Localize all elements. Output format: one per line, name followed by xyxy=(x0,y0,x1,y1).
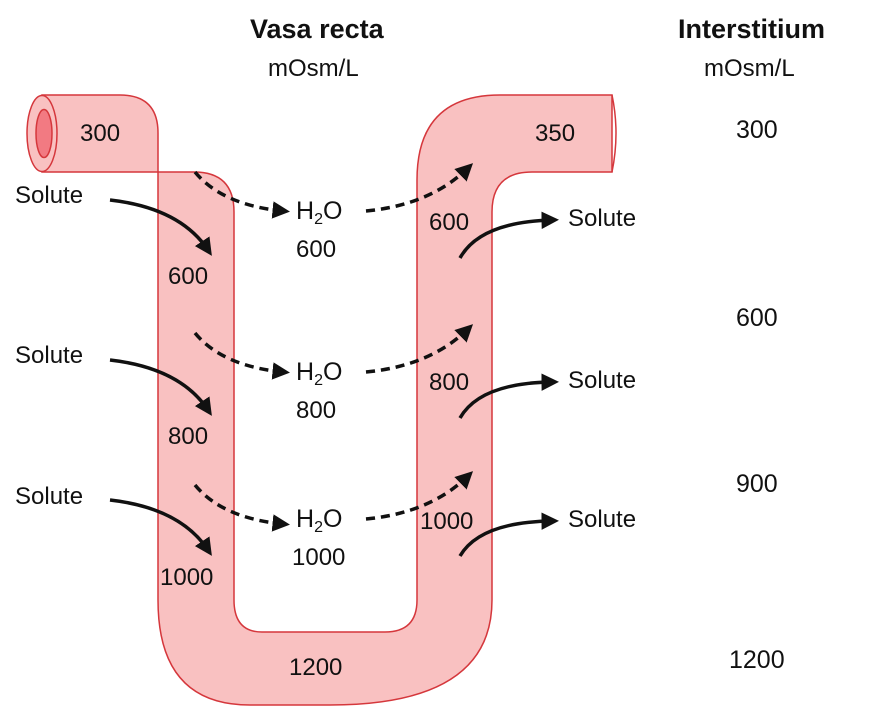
outlet-end-cap xyxy=(611,94,617,173)
solute-out-label-3: Solute xyxy=(568,506,637,533)
water-label-3: H2O xyxy=(296,505,343,536)
vasa-recta-title: Vasa recta xyxy=(250,14,384,44)
outlet-value: 350 xyxy=(535,120,576,147)
solute-out-label-2: Solute xyxy=(568,367,637,394)
interstitium-title: Interstitium xyxy=(678,14,826,44)
ascending-value-2: 800 xyxy=(429,369,470,396)
solute-out-arrow-2 xyxy=(458,373,559,419)
bottom-value: 1200 xyxy=(289,654,343,681)
interstitium-value-300: 300 xyxy=(736,116,778,144)
solute-in-arrow-2 xyxy=(109,358,212,416)
water-value-3: 1000 xyxy=(292,544,346,571)
descending-value-2: 800 xyxy=(168,423,209,450)
solute-out-arrow-3 xyxy=(458,512,559,557)
solute-in-label-2: Solute xyxy=(15,342,84,369)
solute-in-label-1: Solute xyxy=(15,182,84,209)
vessel-lumen xyxy=(35,108,53,159)
interstitium-value-1200: 1200 xyxy=(729,646,785,674)
water-value-1: 600 xyxy=(296,236,337,263)
ascending-value-3: 1000 xyxy=(420,508,474,535)
water-label-2: H2O xyxy=(296,358,343,389)
ascending-value-1: 600 xyxy=(429,209,470,236)
water-label-1: H2O xyxy=(296,197,343,228)
solute-in-arrow-1 xyxy=(109,198,212,256)
water-value-2: 800 xyxy=(296,397,337,424)
solute-in-arrow-3 xyxy=(109,498,212,556)
interstitium-value-900: 900 xyxy=(736,470,778,498)
interstitium-unit: mOsm/L xyxy=(704,55,795,82)
descending-value-1: 600 xyxy=(168,263,209,290)
solute-in-label-3: Solute xyxy=(15,483,84,510)
inlet-value: 300 xyxy=(80,120,121,147)
descending-value-3: 1000 xyxy=(160,564,214,591)
solute-out-label-1: Solute xyxy=(568,205,637,232)
interstitium-value-600: 600 xyxy=(736,304,778,332)
vasa-recta-unit: mOsm/L xyxy=(268,55,359,82)
solute-out-arrow-1 xyxy=(458,211,559,259)
